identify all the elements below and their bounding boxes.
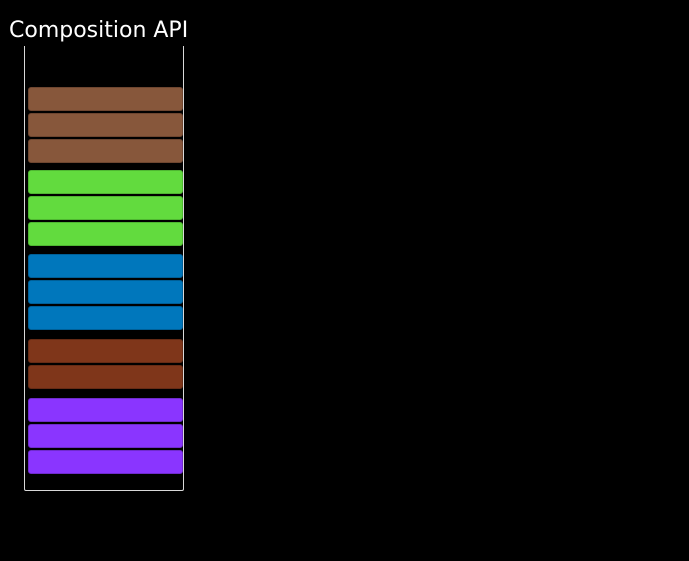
color-block [28, 87, 183, 111]
block-group [28, 170, 183, 246]
color-block [28, 113, 183, 137]
color-block [28, 196, 183, 220]
color-block [28, 424, 183, 448]
color-block [28, 170, 183, 194]
color-block [28, 280, 183, 304]
api-column [24, 46, 184, 491]
color-block [28, 222, 183, 246]
color-block [28, 339, 183, 363]
block-group [28, 339, 183, 389]
block-group [28, 398, 183, 474]
color-block [28, 139, 183, 163]
block-groups [28, 87, 183, 476]
diagram-title: Composition API [9, 18, 189, 43]
color-block [28, 254, 183, 278]
color-block [28, 450, 183, 474]
block-group [28, 254, 183, 330]
color-block [28, 365, 183, 389]
block-group [28, 87, 183, 163]
color-block [28, 306, 183, 330]
color-block [28, 398, 183, 422]
